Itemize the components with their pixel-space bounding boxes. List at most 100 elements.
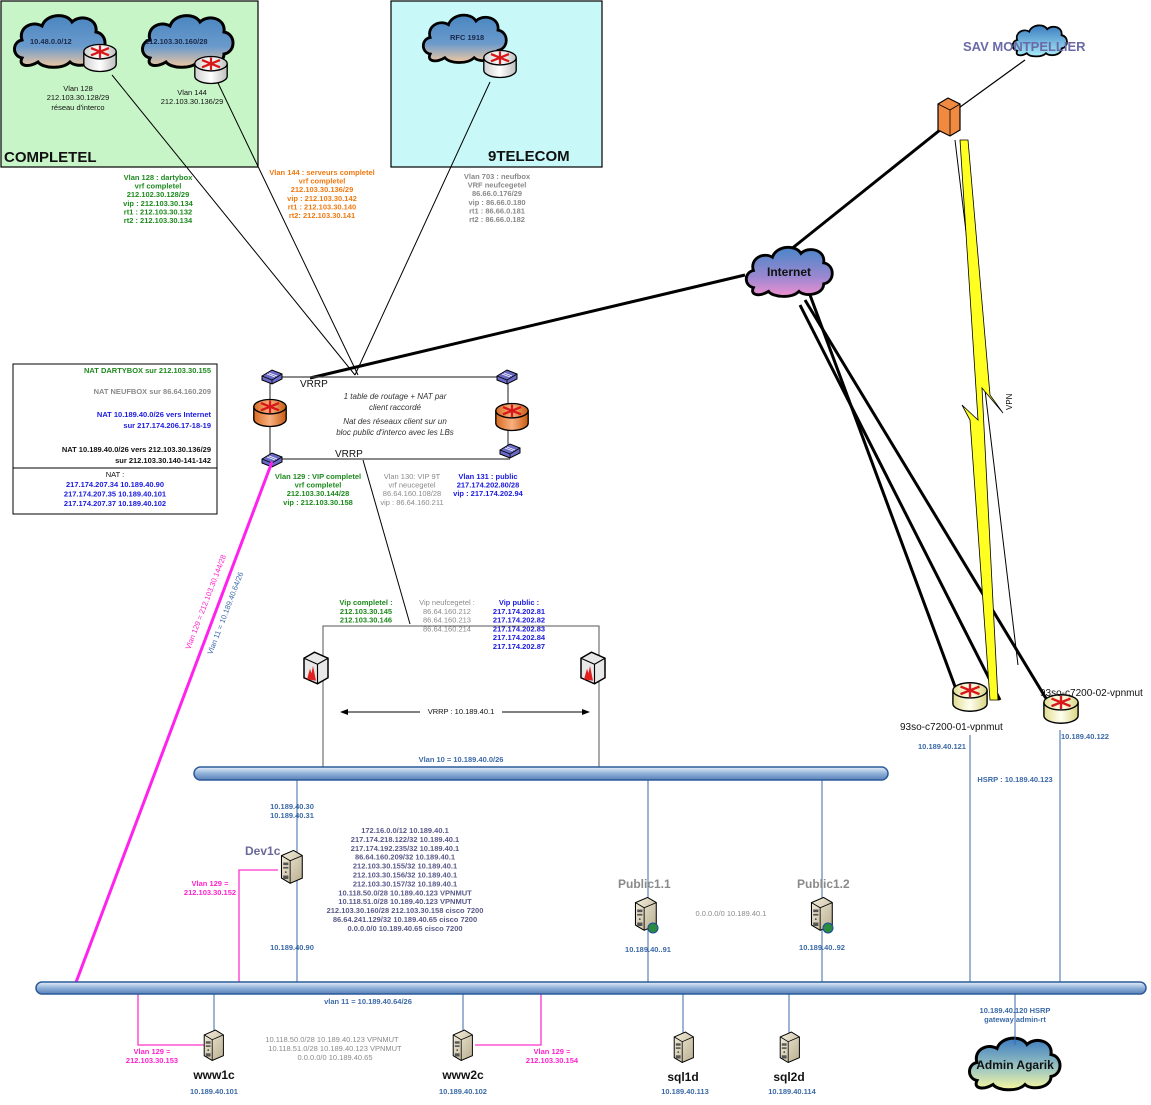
nat-rule: sur 217.174.206.17-18-19 bbox=[123, 421, 211, 430]
server-icon bbox=[779, 1031, 800, 1063]
www2c-vlan129: 212.103.30.154 bbox=[526, 1056, 579, 1065]
vlan703-note: rt2 : 86.66.0.182 bbox=[469, 215, 525, 224]
dev1c-ip: 10.189.40.90 bbox=[270, 943, 314, 952]
www2c-name: www2c bbox=[441, 1068, 484, 1082]
www2c-vlan129: Vlan 129 = bbox=[534, 1047, 572, 1056]
public1-ip: 10.189.40..91 bbox=[625, 945, 671, 954]
nat-rule: sur 212.103.30.140-141-142 bbox=[115, 456, 211, 465]
vlan144-note: Vlan 144 : serveurs completel bbox=[269, 168, 374, 177]
route-entry: 217.174.192.235/32 10.189.40.1 bbox=[351, 844, 459, 853]
vlan144-note: rt1 : 212.103.30.140 bbox=[288, 202, 356, 211]
www1c-vlan129: Vlan 129 = bbox=[134, 1047, 172, 1056]
cloud-label: 10.48.0.0/12 bbox=[30, 37, 72, 46]
admin-caption: gateway admin-rt bbox=[984, 1015, 1046, 1024]
vlan128-note: Vlan 128 : dartybox bbox=[124, 173, 194, 182]
route-entry: 212.103.30.160/28 212.103.30.158 cisco 7… bbox=[327, 906, 484, 915]
load-balancer-icon bbox=[580, 651, 606, 685]
router-caption: 212.103.30.136/29 bbox=[161, 97, 224, 106]
router-caption: 212.103.30.128/29 bbox=[47, 93, 110, 102]
nat-rule: NAT DARTYBOX sur 212.103.30.155 bbox=[84, 366, 211, 375]
admin-caption: 10.189.40.120 HSRP bbox=[980, 1006, 1051, 1015]
internet-lines bbox=[309, 128, 1052, 706]
vlan131-note: vip : 217.174.202.94 bbox=[453, 489, 523, 498]
vlan703-note: vip : 86.66.0.180 bbox=[468, 198, 525, 207]
sql2d-name: sql2d bbox=[773, 1070, 804, 1084]
vlan130-note: Vlan 130: VIP 9T bbox=[384, 472, 441, 481]
route-entry: 217.174.218.122/32 10.189.40.1 bbox=[351, 835, 459, 844]
cloud-label: 212.103.30.160/28 bbox=[145, 37, 208, 46]
vlan129-note: Vlan 129 : VIP completel bbox=[275, 472, 361, 481]
vip-public: 217.174.202.82 bbox=[493, 616, 545, 625]
server-icon bbox=[203, 1029, 224, 1061]
lb-vrrp-label: VRRP : 10.189.40.1 bbox=[428, 707, 495, 716]
globe-icon bbox=[647, 922, 659, 934]
vpn-router1-name: 93so-c7200-01-vpnmut bbox=[900, 722, 1003, 733]
vrrp-label: VRRP bbox=[300, 379, 328, 390]
vlan129-note: vrf completel bbox=[295, 481, 342, 490]
vip-completel: 212.103.30.145 bbox=[340, 607, 392, 616]
core-note: 1 table de routage + NAT par client racc… bbox=[336, 392, 454, 437]
public2-ip: 10.189.40..92 bbox=[799, 943, 845, 952]
vlan128-note: vip : 212.103.30.134 bbox=[123, 199, 193, 208]
nat-rule: NAT NEUFBOX sur 86.64.160.209 bbox=[94, 387, 211, 396]
hsrp-label: HSRP : 10.189.40.123 bbox=[977, 775, 1052, 784]
switch-icon bbox=[496, 369, 518, 385]
route-entry: 212.103.30.155/32 10.189.40.1 bbox=[353, 862, 457, 871]
route-entry: 212.103.30.157/32 10.189.40.1 bbox=[353, 879, 457, 888]
dev1c-vlan129: Vlan 129 = bbox=[192, 879, 230, 888]
www1c-name: www1c bbox=[192, 1068, 235, 1082]
switch-icon bbox=[261, 369, 283, 385]
router-icon bbox=[951, 681, 989, 713]
router-icon bbox=[82, 43, 118, 73]
lb-group bbox=[322, 625, 600, 769]
vlan131-note: 217.174.202.80/28 bbox=[457, 481, 520, 490]
dev1c-name: Dev1c bbox=[245, 844, 281, 858]
vip-neufcegetel: 86.64.160.213 bbox=[423, 616, 471, 625]
vlan129-server-links bbox=[137, 869, 542, 1046]
globe-icon bbox=[822, 922, 834, 934]
vlan144-note: rt2: 212.103.30.141 bbox=[289, 211, 355, 220]
route-entry: 86.64.241.129/32 10.189.40.65 cisco 7200 bbox=[333, 915, 477, 924]
vip-public: Vip public : bbox=[499, 598, 539, 607]
lb-vips: Vip completel :212.103.30.145212.103.30.… bbox=[339, 598, 546, 651]
vlan144-note: vrf completel bbox=[299, 177, 346, 186]
www-route: 10.118.50.0/28 10.189.40.123 VPNMUT bbox=[265, 1035, 399, 1044]
route-entry: 10.118.51.0/28 10.189.40.123 VPNMUT bbox=[338, 897, 472, 906]
core-note-line: bloc public d'interco avec les LBs bbox=[336, 428, 454, 437]
vlan129-link bbox=[73, 461, 274, 986]
switch-icon bbox=[499, 443, 521, 459]
vpn-label: VPN bbox=[1005, 393, 1014, 410]
admin-agarik-label: Admin Agarik bbox=[976, 1058, 1054, 1072]
router-icon bbox=[482, 49, 518, 79]
vlan129-note: vip : 212.103.30.158 bbox=[283, 498, 353, 507]
public1-name: Public1.1 bbox=[618, 877, 671, 891]
load-balancer-icon bbox=[303, 651, 329, 685]
vlan128-note: rt2 : 212.103.30.134 bbox=[124, 216, 193, 225]
sav-montpellier-title: SAV MONTPELLIER bbox=[963, 39, 1086, 54]
vlan703-note: 86.66.0.176/29 bbox=[472, 189, 522, 198]
vlan131-note: Vlan 131 : public bbox=[458, 472, 517, 481]
vrrp-label-bg bbox=[420, 706, 502, 717]
internet-label: Internet bbox=[767, 265, 811, 279]
vpn-router2-ip: 10.189.40.122 bbox=[1061, 732, 1109, 741]
vlan144-note: vip : 212.103.30.142 bbox=[287, 194, 357, 203]
core-note-line: client raccordé bbox=[369, 403, 422, 412]
server-icon bbox=[280, 849, 303, 884]
vlan10-label: Vlan 10 = 10.189.40.0/26 bbox=[419, 755, 504, 764]
vlan130-note: vrf neucegetel bbox=[388, 481, 435, 490]
route-entry: 10.118.50.0/28 10.189.40.123 VPNMUT bbox=[338, 888, 472, 897]
nat-rule: NAT 10.189.40.0/26 vers 212.103.30.136/2… bbox=[62, 445, 211, 454]
www-route: 10.118.51.0/28 10.189.40.123 VPNMUT bbox=[268, 1044, 402, 1053]
vlan128-note: vrf completel bbox=[135, 182, 182, 191]
vlan128-note: 212.102.30.128/29 bbox=[127, 190, 190, 199]
router-caption: Vlan 144 bbox=[177, 88, 207, 97]
vlan128-note: rt1 : 212.103.30.132 bbox=[124, 207, 192, 216]
route-entry: 86.64.160.209/32 10.189.40.1 bbox=[355, 853, 455, 862]
router-icon bbox=[1042, 693, 1080, 725]
dev1c-vlan129: 212.103.30.152 bbox=[184, 888, 236, 897]
vlan144-note: 212.103.30.136/29 bbox=[291, 185, 354, 194]
router-caption: Vlan 128 bbox=[63, 84, 93, 93]
